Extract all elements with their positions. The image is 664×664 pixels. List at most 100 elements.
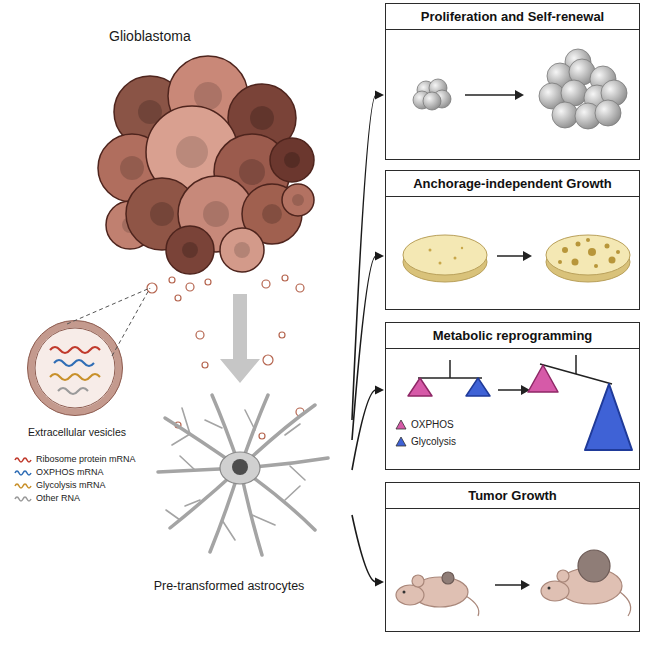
petri-dishes <box>558 238 620 268</box>
legend-text: OXPHOS <box>411 419 454 430</box>
vesicle-dots <box>147 283 157 293</box>
astrocyte <box>220 452 260 484</box>
metabolic-balance <box>585 384 632 450</box>
legend-swatch <box>395 436 407 447</box>
astrocyte <box>172 434 190 445</box>
metabolic-balance <box>418 377 482 379</box>
astrocyte <box>252 515 275 525</box>
connector <box>352 386 384 471</box>
connector <box>352 515 384 587</box>
petri-dishes <box>454 257 457 260</box>
legend-text: Other RNA <box>36 493 80 503</box>
tumor-cells <box>234 242 250 258</box>
tumor-cells <box>262 204 282 224</box>
mice <box>396 550 631 616</box>
rna-line-sample <box>15 484 31 488</box>
petri-dishes <box>588 248 596 256</box>
astrocyte <box>232 459 248 475</box>
vesicle-dots <box>282 275 288 281</box>
connector <box>67 288 150 356</box>
rna-line-sample <box>14 480 32 490</box>
mice <box>578 550 610 582</box>
arrow-head <box>375 578 384 587</box>
mice <box>620 592 631 616</box>
big-arrow <box>220 294 260 383</box>
step-arrows <box>495 584 522 586</box>
petri-dishes <box>572 259 579 266</box>
outcome-box: Tumor Growth <box>385 482 640 632</box>
outcome-box: Metabolic reprogramming <box>385 322 640 470</box>
petri-dishes <box>594 264 598 268</box>
astrocyte <box>166 510 180 520</box>
step-arrows <box>497 255 524 257</box>
box-heading: Anchorage-independent Growth <box>413 176 612 191</box>
petri-dishes <box>429 247 464 265</box>
legend-text: Glycolysis <box>411 436 456 447</box>
petri-dishes <box>546 235 630 275</box>
mice <box>442 572 454 584</box>
astrocyte <box>205 420 222 428</box>
legend-swatch <box>395 419 407 430</box>
petri-dishes <box>616 250 620 254</box>
vesicle-dots <box>296 284 304 292</box>
metabolic-balance <box>408 355 632 450</box>
astrocyte <box>158 395 328 555</box>
arrow-head <box>375 252 384 261</box>
rna-line-sample <box>14 467 32 477</box>
tumor-cells <box>270 138 314 182</box>
astrocyte <box>185 500 200 506</box>
astrocyte <box>180 456 195 470</box>
step-arrows <box>465 94 516 96</box>
astrocyte <box>158 395 328 555</box>
metabolic-balance <box>466 378 490 396</box>
rna-line-sample <box>15 471 31 475</box>
petri-dishes <box>586 238 590 242</box>
box-heading: Tumor Growth <box>468 488 557 503</box>
legend-text: OXPHOS mRNA <box>36 467 104 477</box>
metabolic-balance <box>408 378 432 396</box>
petri-dishes <box>576 242 581 247</box>
connector-line <box>352 515 376 582</box>
astrocyte <box>285 486 300 500</box>
metabolic-balance <box>528 365 558 392</box>
metabolic-balance <box>575 355 577 374</box>
outcome-box: Proliferation and Self-renewal <box>385 3 640 160</box>
step-arrows <box>498 389 522 391</box>
legend-text: Glycolysis mRNA <box>36 480 106 490</box>
tumor-cells <box>203 201 229 227</box>
astrocyte <box>290 466 305 480</box>
tumor-figure: Glioblastoma <box>93 26 319 292</box>
astrocyte <box>245 410 255 430</box>
vesicle-dots <box>186 283 194 291</box>
legend-row: OXPHOS mRNA <box>14 465 104 478</box>
connector-line <box>352 95 376 420</box>
vesicle-zoom <box>28 321 123 416</box>
box-header: Anchorage-independent Growth <box>386 171 639 197</box>
vesicle-zoom <box>28 321 123 416</box>
metabolic-balance <box>418 355 612 384</box>
tumor-cells <box>250 106 274 130</box>
connector-line <box>352 390 376 470</box>
tumor-cells <box>220 228 264 272</box>
petri-dishes <box>403 235 487 275</box>
vesicle-dots <box>279 332 285 338</box>
petri-dishes <box>403 235 630 282</box>
zoom-line <box>112 288 150 356</box>
mice <box>403 591 406 594</box>
mice <box>466 596 479 616</box>
vesicle-dots <box>205 279 211 285</box>
outcome-box: Anchorage-independent Growth <box>385 170 640 310</box>
tumor-cells <box>292 194 304 206</box>
astrocyte <box>222 520 235 540</box>
mice <box>396 585 424 605</box>
mice <box>412 575 424 587</box>
sphere-growth <box>595 100 621 126</box>
step-arrows <box>523 251 532 261</box>
petri-dishes <box>609 257 616 264</box>
tumor-cells <box>120 156 144 180</box>
legend-row: Glycolysis mRNA <box>14 478 106 491</box>
vesicle-dots <box>263 355 273 365</box>
arrow-head <box>375 91 384 100</box>
vesicle-zoom <box>50 347 100 353</box>
step-arrows <box>515 90 524 100</box>
